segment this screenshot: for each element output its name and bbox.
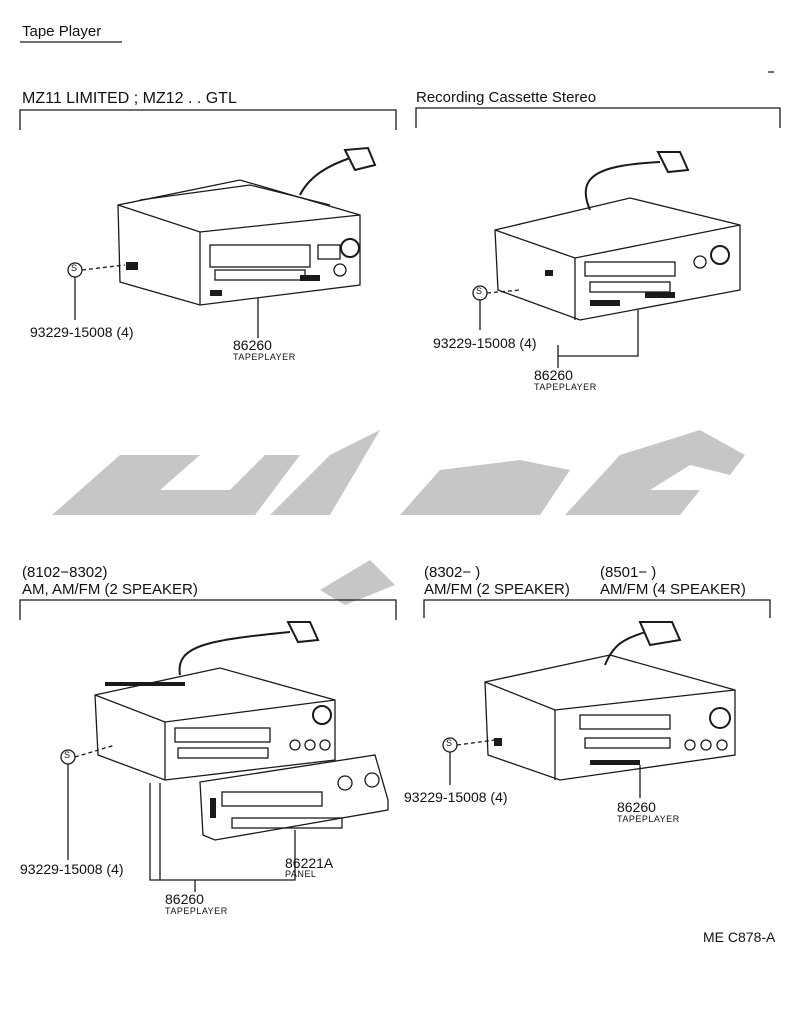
screw-leader-1a	[81, 264, 126, 271]
screw-leader-3a	[74, 744, 116, 758]
section-2-bracket	[415, 107, 781, 128]
section-4-drawing	[423, 599, 771, 798]
section-2-screw-part: 93229-15008 (4)	[433, 335, 537, 351]
section-2-unit-name: TAPEPLAYER	[534, 382, 597, 392]
section-2-drawing	[415, 107, 781, 368]
section-1-screw-part: 93229-15008 (4)	[30, 324, 134, 340]
screw-leader-4a	[456, 739, 496, 746]
section-1-heading: MZ11 LIMITED ; MZ12 . . GTL	[22, 90, 237, 107]
figure-code: ME C878-A	[703, 929, 776, 945]
section-1-drawing	[19, 109, 397, 338]
section-1-unit-name: TAPEPLAYER	[233, 352, 296, 362]
section-4-unit-part-number: 86260	[617, 799, 656, 815]
unit-leader-2	[557, 310, 639, 357]
section-4-heading-b-line2: AM/FM (4 SPEAKER)	[600, 581, 746, 598]
section-4-screw-symbol-letter: S	[446, 738, 453, 748]
tapeplayer-unit-4	[484, 621, 736, 781]
section-4-screw-part: 93229-15008 (4)	[404, 789, 508, 805]
tapeplayer-unit-2	[494, 151, 741, 321]
section-3-drawing	[19, 599, 397, 892]
section-1-bracket	[19, 109, 397, 130]
section-4-heading-b-line1: (8501− )	[600, 564, 657, 581]
section-3-panel-name: PANEL	[285, 869, 317, 879]
section-4-bracket	[423, 599, 771, 618]
tapeplayer-unit-1	[117, 146, 377, 306]
tapeplayer-unit-3	[94, 621, 336, 781]
section-4-unit-name: TAPEPLAYER	[617, 814, 680, 824]
section-3-screw-symbol-letter: S	[64, 750, 71, 760]
section-2-heading: Recording Cassette Stereo	[416, 89, 597, 106]
section-2-screw-symbol-letter: S	[476, 286, 483, 296]
section-4-heading-a-line1: (8302− )	[424, 564, 481, 581]
section-3-screw-part: 93229-15008 (4)	[20, 861, 124, 877]
section-2-unit-part-number: 86260	[534, 367, 573, 383]
section-1-unit-part-number: 86260	[233, 337, 272, 353]
section-3-panel-part-number: 86221A	[285, 855, 334, 871]
screw-leader-2a	[486, 289, 521, 294]
section-3-bracket	[19, 599, 397, 620]
section-3-unit-part-number: 86260	[165, 891, 204, 907]
section-1-screw-symbol-letter: S	[71, 263, 78, 273]
page-title: Tape Player	[22, 23, 102, 40]
section-3-heading-line1: (8102−8302)	[22, 564, 108, 581]
watermark-logo	[52, 430, 745, 605]
section-4-heading-a-line2: AM/FM (2 SPEAKER)	[424, 581, 570, 598]
section-3-unit-name: TAPEPLAYER	[165, 906, 228, 916]
front-panel	[199, 754, 389, 841]
section-3-heading-line2: AM, AM/FM (2 SPEAKER)	[22, 581, 198, 598]
unit-leader-3	[149, 783, 296, 881]
